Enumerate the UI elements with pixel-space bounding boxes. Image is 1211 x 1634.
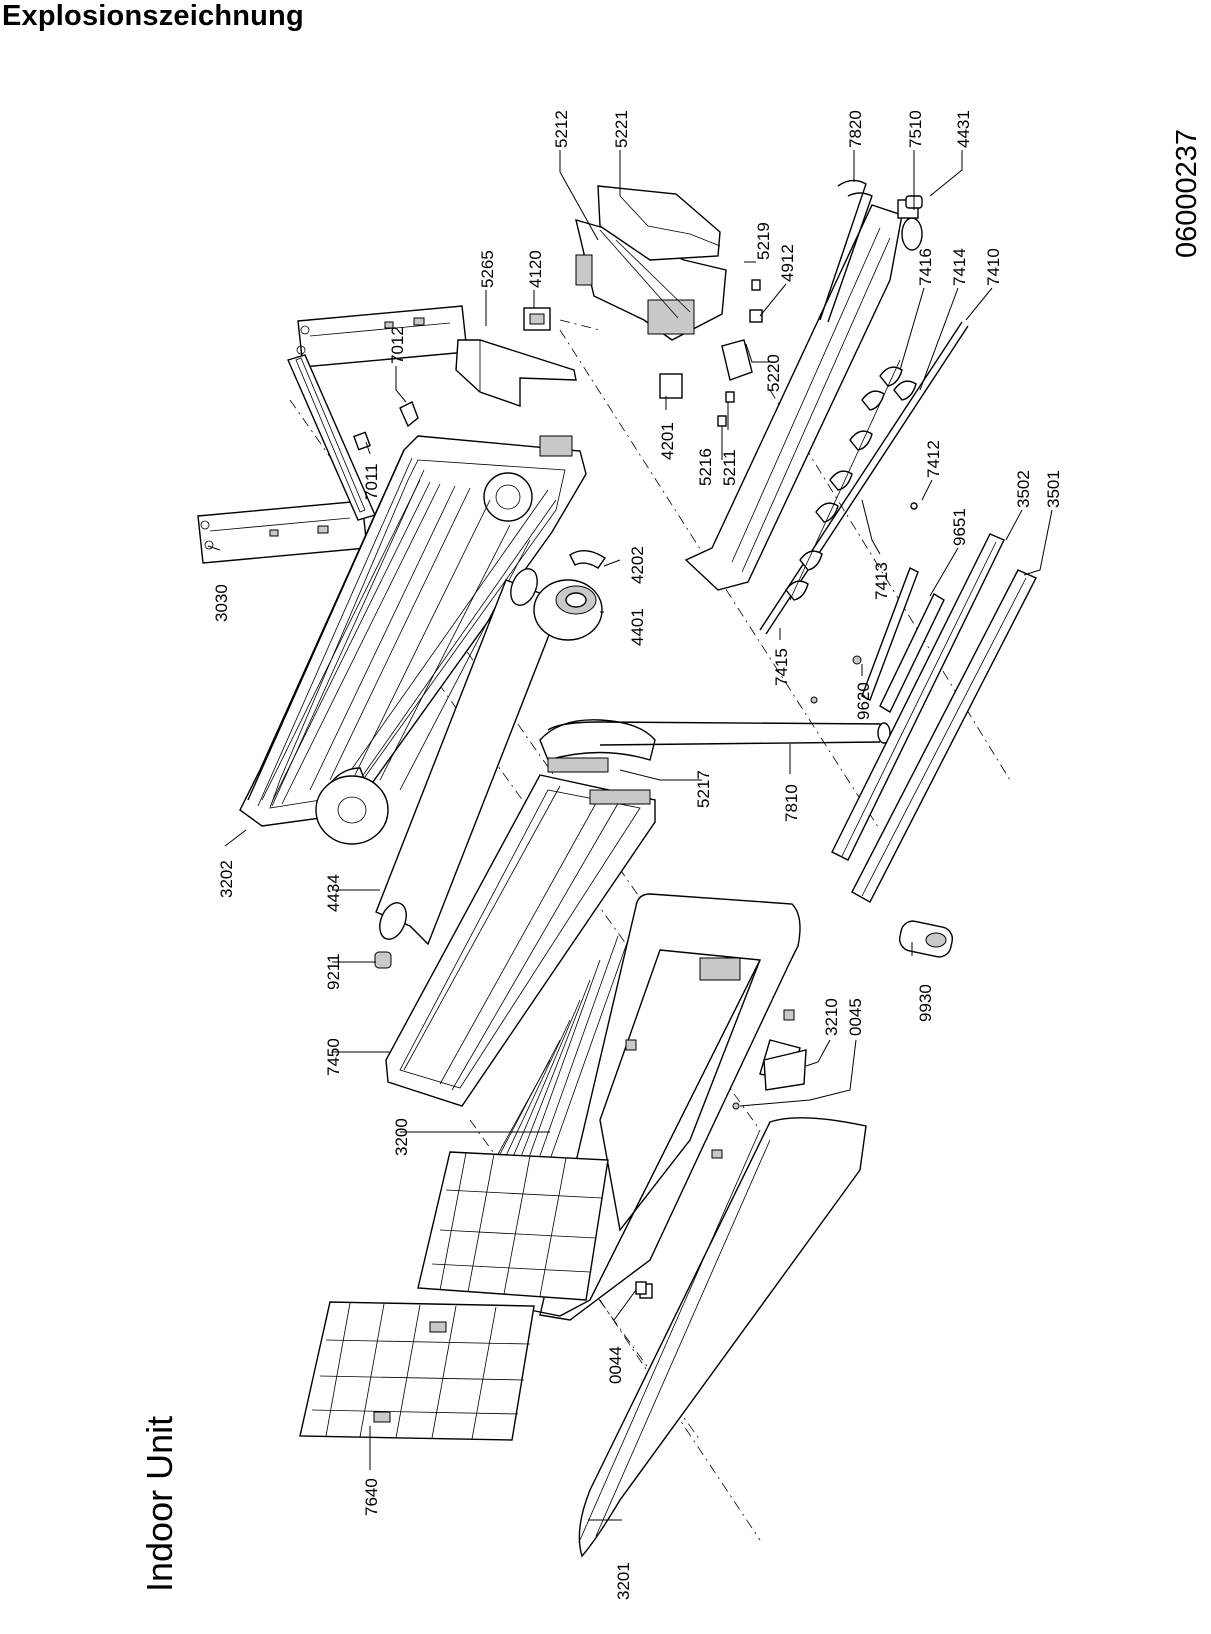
- part-label-4434: 4434: [324, 874, 343, 912]
- part-label-3202: 3202: [217, 860, 236, 898]
- part-label-3200: 3200: [392, 1118, 411, 1156]
- part-label-7510: 7510: [906, 110, 925, 148]
- part-label-5211: 5211: [720, 449, 739, 486]
- part-label-7450: 7450: [324, 1038, 343, 1076]
- part-label-7413: 7413: [872, 562, 891, 600]
- part-label-9211: 9211: [324, 953, 343, 990]
- flap: [831, 533, 1037, 903]
- part-label-5212: 5212: [552, 110, 571, 148]
- part-label-4120: 4120: [526, 250, 545, 288]
- part-label-7414: 7414: [950, 248, 969, 286]
- part-label-5221: 5221: [612, 110, 631, 148]
- bracket: [455, 339, 577, 407]
- part-label-4912: 4912: [778, 244, 797, 282]
- display-board: [810, 567, 945, 713]
- part-label-7011: 7011: [362, 463, 381, 500]
- small-clips: [353, 401, 419, 451]
- part-label-7820: 7820: [846, 110, 865, 148]
- part-label-5265: 5265: [478, 250, 497, 288]
- part-label-4401: 4401: [628, 608, 647, 646]
- part-label-9651: 9651: [950, 508, 969, 546]
- fan-motor: [533, 579, 603, 641]
- part-label-9930: 9930: [916, 984, 935, 1022]
- misc-small-parts: [625, 1009, 807, 1295]
- part-label-3501: 3501: [1044, 470, 1063, 508]
- part-label-5217: 5217: [694, 770, 713, 808]
- part-labels: 5212 5221 7820 7510 4431 5265 4120 5219 …: [212, 110, 1063, 1600]
- chassis: [239, 435, 587, 845]
- evaporator: [385, 719, 656, 1107]
- part-label-0045: 0045: [846, 998, 865, 1036]
- part-label-7012: 7012: [388, 326, 407, 364]
- front-panel: [454, 893, 801, 1321]
- electric-box: [575, 185, 727, 341]
- part-label-5216: 5216: [696, 448, 715, 486]
- part-label-7810: 7810: [782, 784, 801, 822]
- part-label-9620: 9620: [854, 682, 873, 720]
- part-label-7412: 7412: [924, 440, 943, 478]
- refrigerant-pipe: [547, 721, 891, 746]
- remote-control: [898, 920, 954, 958]
- part-label-4431: 4431: [954, 110, 973, 148]
- part-label-3201: 3201: [614, 1562, 633, 1600]
- motor-holder: [569, 550, 606, 569]
- part-label-7410: 7410: [984, 248, 1003, 286]
- louver-assembly: [759, 321, 969, 635]
- page-title: Explosionszeichnung: [2, 0, 304, 32]
- document-number: 06000237: [1171, 129, 1203, 258]
- unit-label: Indoor Unit: [139, 1416, 180, 1592]
- part-label-7640: 7640: [362, 1478, 381, 1516]
- part-label-7416: 7416: [916, 248, 935, 286]
- part-label-5220: 5220: [764, 354, 783, 392]
- part-label-4201: 4201: [658, 422, 677, 460]
- part-label-3210: 3210: [822, 998, 841, 1036]
- transformer: [523, 307, 551, 331]
- leader-lines: [207, 150, 1053, 1521]
- part-label-5219: 5219: [754, 222, 773, 260]
- front-grille: [578, 1117, 867, 1558]
- part-label-7415: 7415: [772, 648, 791, 686]
- part-label-3502: 3502: [1014, 470, 1033, 508]
- part-label-4202: 4202: [628, 546, 647, 584]
- electrical-small-parts: [659, 279, 763, 427]
- part-label-0044: 0044: [606, 1346, 625, 1384]
- part-label-3030: 3030: [212, 584, 231, 622]
- drain-pan: [684, 179, 923, 591]
- mounting-plate: [197, 305, 468, 564]
- air-filters: [299, 1151, 609, 1441]
